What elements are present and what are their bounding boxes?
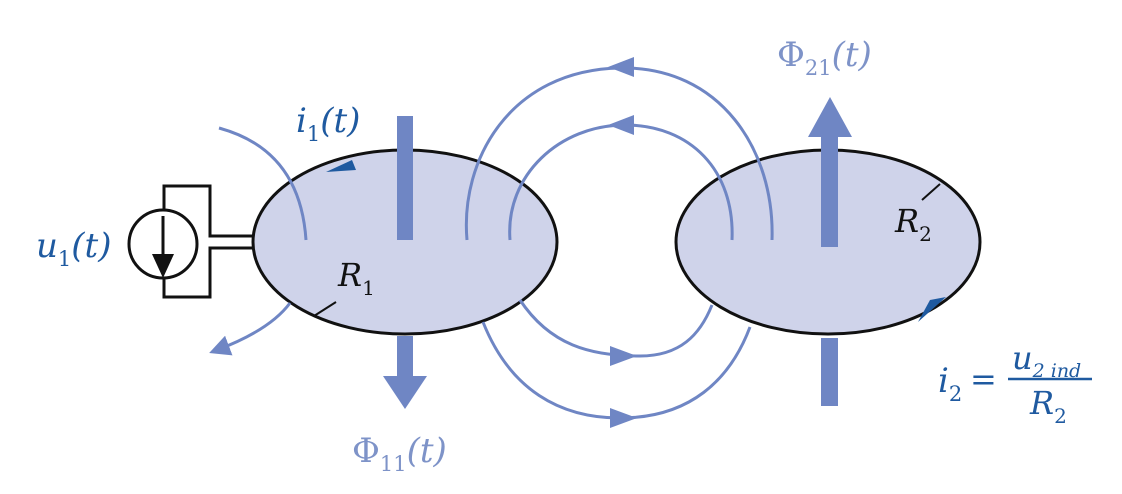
current-direction-arrow-icon bbox=[326, 160, 356, 172]
r1-pointer bbox=[313, 301, 337, 317]
flux-phi11 bbox=[383, 116, 427, 409]
flux-bar-loop2-bottom bbox=[821, 338, 838, 406]
r2-pointer bbox=[921, 183, 941, 201]
flux-arrow-icon bbox=[808, 97, 852, 137]
current-source bbox=[127, 184, 254, 299]
label-r1: R1 bbox=[337, 256, 375, 300]
label-u1: u1(t) bbox=[36, 226, 111, 271]
label-r2: R2 bbox=[894, 202, 932, 246]
flux-arrow-icon bbox=[610, 408, 637, 428]
field-direction-arrows bbox=[608, 57, 637, 428]
field-line-left-bottom bbox=[209, 302, 292, 356]
current-direction-arrow-icon bbox=[918, 297, 946, 322]
flux-bar-loop2-top bbox=[821, 136, 838, 247]
flux-arrow-icon bbox=[608, 115, 634, 135]
field-line-left-top bbox=[218, 126, 308, 241]
field-line-outer-bottom bbox=[481, 321, 752, 420]
eq-lhs: i2 bbox=[938, 361, 962, 406]
eq-denominator: R2 bbox=[1029, 384, 1067, 428]
source-arrow-head-icon bbox=[152, 254, 174, 278]
flux-bar-loop1-top bbox=[397, 116, 413, 240]
equation-i2: i2 = u2 ind R2 bbox=[938, 339, 1092, 428]
eq-numerator: u2 ind bbox=[1012, 339, 1081, 382]
flux-phi21 bbox=[808, 97, 852, 406]
label-phi11: Φ11(t) bbox=[352, 431, 447, 476]
flux-arrow-icon bbox=[610, 346, 637, 366]
eq-equals: = bbox=[970, 360, 997, 398]
flux-bar-loop1-bottom bbox=[397, 336, 413, 376]
flux-arrow-icon bbox=[608, 57, 634, 77]
field-line-inner-bottom bbox=[518, 299, 714, 358]
label-i1: i1(t) bbox=[296, 101, 360, 146]
label-phi21: Φ21(t) bbox=[777, 35, 872, 80]
flux-arrow-icon bbox=[383, 376, 427, 409]
